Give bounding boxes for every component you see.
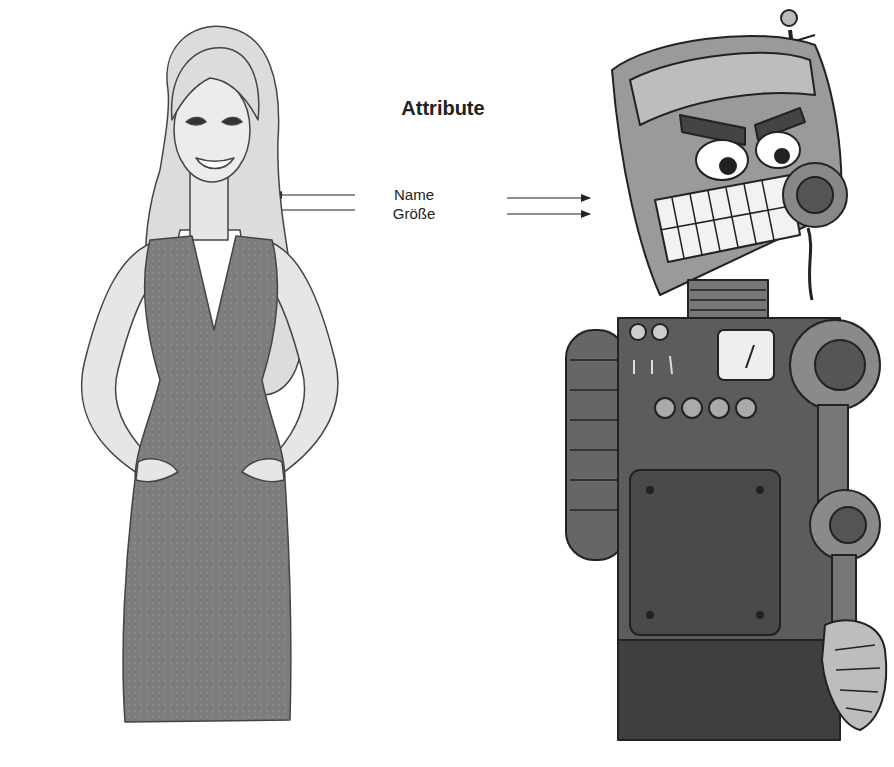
diagram-title: Attribute <box>401 97 484 120</box>
left-hand <box>136 459 178 482</box>
elbow-gear-inner <box>830 507 866 543</box>
switches <box>634 356 672 374</box>
neck-coil <box>690 290 766 310</box>
bolt <box>757 487 763 493</box>
attribute-label: Name <box>394 186 434 203</box>
fingers <box>835 645 880 712</box>
knob <box>630 324 646 340</box>
button <box>655 398 675 418</box>
knob <box>652 324 668 340</box>
teeth-lines <box>660 181 796 258</box>
woman-illustration <box>82 26 338 722</box>
robot-teeth <box>655 175 800 262</box>
ear-gear-inner <box>797 177 833 213</box>
shoulder-gear-inner <box>815 340 865 390</box>
hair-front <box>172 48 259 120</box>
bolt <box>757 612 763 618</box>
ear-cable <box>808 228 812 300</box>
arrow-left <box>273 194 355 195</box>
robot-eye <box>696 140 748 180</box>
right-hand <box>242 459 284 482</box>
arrow-right <box>507 197 590 198</box>
button <box>709 398 729 418</box>
elbow-gear <box>810 490 880 560</box>
attribute-label: Größe <box>393 205 436 222</box>
pupil <box>775 149 789 163</box>
arrow-right <box>507 213 590 214</box>
robot-neck <box>688 280 768 320</box>
ear-gear <box>783 163 847 227</box>
antenna-tip <box>781 10 797 26</box>
shoulder-teeth <box>570 360 622 510</box>
body-door <box>630 470 780 635</box>
arrow-left <box>273 209 355 210</box>
bolt <box>647 487 653 493</box>
mouth <box>196 158 234 169</box>
left-eye <box>186 118 206 126</box>
dress <box>123 236 291 722</box>
right-eye <box>222 118 242 126</box>
robot-hand <box>822 620 886 730</box>
button <box>682 398 702 418</box>
robot-base <box>618 640 840 740</box>
shoulder-gear <box>790 320 880 410</box>
gauge-needle <box>746 345 754 368</box>
gauge <box>718 330 774 380</box>
forearm <box>832 555 856 625</box>
robot-illustration <box>566 10 886 740</box>
robot-eye <box>756 132 800 168</box>
button <box>736 398 756 418</box>
bolt <box>647 612 653 618</box>
pupil <box>720 158 736 174</box>
